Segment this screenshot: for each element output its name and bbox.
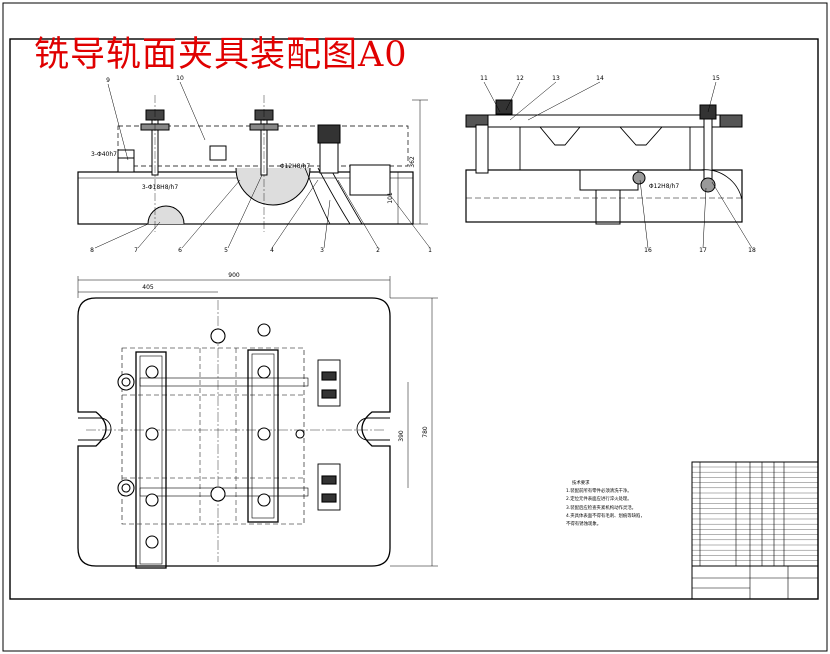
fit-label: Φ12H8/h7: [649, 183, 680, 190]
parts-list-rows: [692, 466, 818, 561]
part-number-label: 15: [712, 75, 720, 82]
part-number-label: 3: [320, 247, 324, 254]
dimension-label: 362: [409, 156, 416, 168]
front-view: [77, 95, 428, 232]
dimension-label: 101: [387, 192, 394, 204]
dimension-label: 390: [398, 430, 405, 442]
part-number-label: 13: [552, 75, 560, 82]
part-number-label: 8: [90, 247, 94, 254]
fit-label: 3-Φ40h7: [91, 151, 117, 158]
inner-frame: [9, 38, 819, 600]
part-number-label: 9: [106, 77, 110, 84]
part-number-label: 14: [596, 75, 604, 82]
front-leaders: [94, 81, 431, 249]
side-view: [465, 99, 743, 225]
plan-view: [77, 276, 438, 569]
fit-label: 3-Φ18H8/h7: [142, 184, 178, 191]
notes-line: 2.定位元件表面应进行淬火处理。: [566, 497, 632, 503]
part-number-label: 17: [699, 247, 707, 254]
part-number-label: 1: [428, 247, 432, 254]
part-number-label: 16: [644, 247, 652, 254]
part-number-label: 18: [748, 247, 756, 254]
part-number-label: 12: [516, 75, 524, 82]
part-number-label: 5: [224, 247, 228, 254]
notes-heading: 技术要求: [572, 481, 590, 486]
notes-line: 1.装配前所有零件必须清洗干净。: [566, 489, 632, 495]
part-number-label: 6: [178, 247, 182, 254]
dimension-label: 900: [228, 272, 240, 279]
notes-line: 3.装配后应检查夹紧机构动作灵活。: [566, 505, 637, 511]
drawing-title: 铣导轨面夹具装配图A0: [34, 35, 408, 75]
part-number-label: 4: [270, 247, 274, 254]
dimension-label: 405: [142, 284, 154, 291]
side-leaders: [483, 81, 753, 249]
notes-line: 4.夹具体表面不得有毛刺、划痕等缺陷，: [566, 513, 645, 519]
fit-label: Φ12H8/h7: [280, 163, 311, 170]
notes-line: 不得有锈蚀现象。: [566, 522, 602, 528]
part-number-label: 7: [134, 247, 138, 254]
part-number-label: 11: [480, 75, 488, 82]
part-number-label: 2: [376, 247, 380, 254]
dimension-label: 780: [422, 426, 429, 438]
technical-notes: 技术要求 1.装配前所有零件必须清洗干净。 2.定位元件表面应进行淬火处理。 3…: [566, 480, 686, 529]
part-number-label: 10: [176, 75, 184, 82]
title-block: [691, 461, 819, 600]
